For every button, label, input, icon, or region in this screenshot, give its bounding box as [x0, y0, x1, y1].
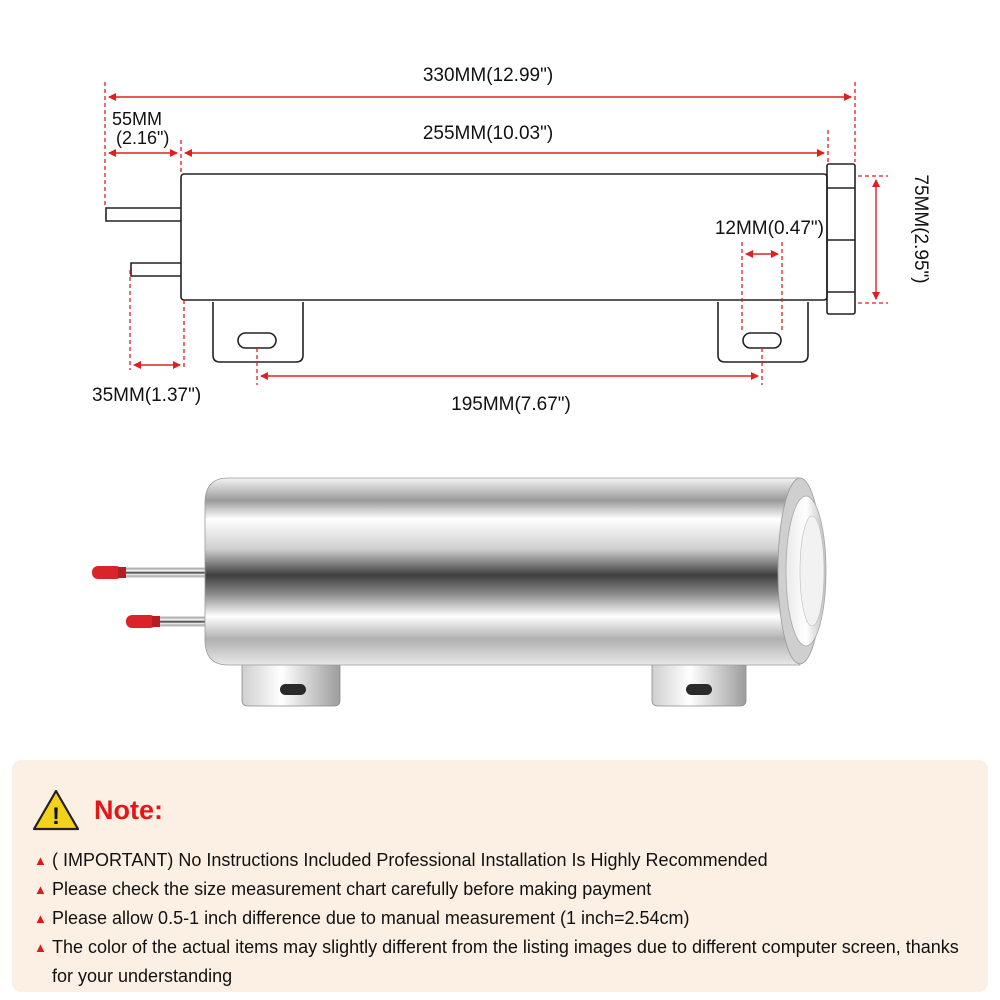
hole-width-label: 12MM(0.47") [715, 218, 824, 239]
warning-glyph: ! [52, 803, 60, 830]
note-panel: ! Note: ▲ ( IMPORTANT) No Instructions I… [12, 760, 988, 992]
note-text: Please check the size measurement chart … [52, 879, 652, 899]
red-triangle-icon: ▲ [34, 853, 47, 868]
note-item: ▲ ( IMPORTANT) No Instructions Included … [32, 846, 968, 875]
note-item: ▲ Please check the size measurement char… [32, 875, 968, 904]
tank-body [204, 477, 801, 666]
note-text: The color of the actual items may slight… [52, 937, 959, 986]
left-bracket [241, 651, 341, 707]
upper-pipe [92, 566, 211, 579]
tank-cap [777, 477, 827, 665]
lower-pipe [126, 615, 211, 628]
right-bracket [651, 651, 747, 707]
product-diagram: 330MM(12.99") 55MM (2.16") 255MM(10.03")… [92, 65, 931, 707]
cap-outline [826, 163, 856, 315]
red-triangle-icon: ▲ [34, 911, 47, 926]
left-bracket-outline [212, 302, 304, 363]
note-item: ▲ Please allow 0.5-1 inch difference due… [32, 904, 968, 933]
note-item: ▲ The color of the actual items may slig… [32, 933, 968, 991]
right-bracket-slot [742, 332, 782, 349]
note-header: ! Note: [32, 788, 968, 832]
pipe-length-in-label: (2.16") [116, 128, 169, 148]
red-triangle-icon: ▲ [34, 882, 47, 897]
overall-length-label: 330MM(12.99") [423, 65, 553, 86]
dimension-arrows [108, 93, 880, 380]
tank-outline-drawing [105, 163, 856, 363]
right-bracket-outline [717, 302, 809, 363]
warning-triangle-icon: ! [32, 789, 80, 831]
diameter-label: 75MM(2.95") [910, 174, 931, 283]
dimension-lines [104, 82, 888, 385]
product-photo [92, 477, 827, 707]
left-bracket-slot [237, 332, 277, 349]
hole-spacing-label: 195MM(7.67") [451, 394, 571, 415]
note-text: ( IMPORTANT) No Instructions Included Pr… [52, 850, 768, 870]
body-length-label: 255MM(10.03") [423, 123, 553, 144]
red-triangle-icon: ▲ [34, 940, 47, 955]
lower-pipe-outline [130, 262, 181, 277]
note-text: Please allow 0.5-1 inch difference due t… [52, 908, 690, 928]
lower-pipe-label: 35MM(1.37") [92, 385, 201, 406]
note-title: Note: [94, 794, 163, 825]
upper-pipe-outline [105, 207, 181, 222]
pipe-length-mm-label: 55MM [112, 109, 162, 129]
